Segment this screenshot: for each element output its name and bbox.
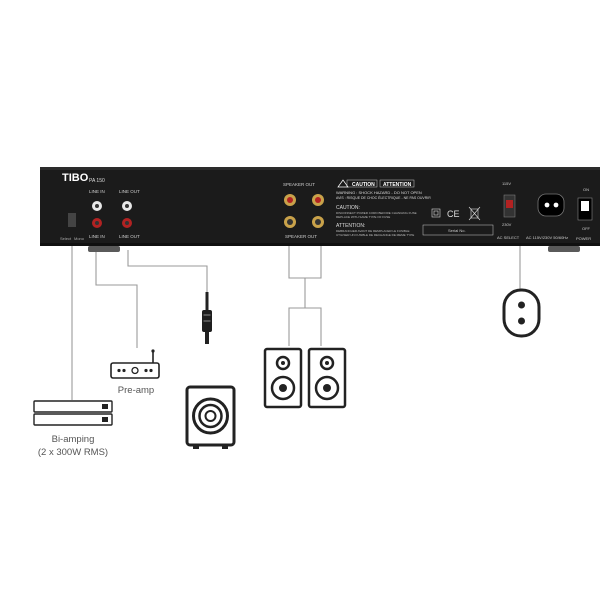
chassis-bottom-edge (40, 243, 600, 246)
speaker-terminal-icon (315, 219, 321, 225)
biamp-label: Bi-amping (51, 434, 95, 445)
chassis-top-edge (40, 167, 600, 170)
caution-box (346, 179, 378, 188)
foot-right (548, 246, 580, 252)
switch-off-label: OFF (582, 226, 591, 231)
serial-box (422, 224, 494, 236)
power-plug-icon (502, 288, 541, 338)
attention-text-2: UTILISER UN FUSIBLE DE RECHANGE DE MEME … (336, 233, 414, 237)
speaker-out-top-label: SPEAKER OUT (283, 182, 315, 187)
speaker-icon (263, 347, 303, 409)
brand-logo: TIBO (62, 172, 89, 184)
speaker-terminal-icon (287, 197, 293, 203)
subwoofer-icon (185, 385, 236, 449)
amplifier-icon (33, 400, 113, 426)
switch-on-label: ON (583, 187, 589, 192)
speaker-icon (307, 347, 347, 409)
avis-line: AVIS : RISQUE DE CHOC ÉLECTRIQUE - NE PA… (336, 195, 431, 200)
line-out-jacks[interactable] (122, 201, 132, 228)
caution-title: CAUTION (352, 182, 375, 188)
power-label: POWER (576, 236, 591, 241)
line-out-label: LINE OUT (119, 234, 140, 239)
rca-jack-icon (95, 204, 99, 208)
line-in-top-label: LINE IN (89, 189, 105, 194)
caution-text-2: REPLACE WITH SAME TYPE OF FUSE (336, 215, 390, 219)
caution-heading: CAUTION: (336, 205, 360, 211)
attention-box (379, 179, 415, 188)
caution-text-1: DISCONNECT POWER CORD BEFORE CHANGING FU… (336, 211, 417, 215)
warning-triangle-icon (337, 179, 349, 188)
rca-jack-icon (95, 221, 99, 225)
double-insulation-icon (433, 210, 439, 216)
attention-text-1: DEBRANCHER AVANT DE REMPLACER LE FUSIBLE (336, 229, 410, 233)
line-in-label: LINE IN (89, 234, 105, 239)
speaker-terminals[interactable] (284, 194, 324, 228)
rca-jack-icon (125, 221, 129, 225)
line-out-top-label: LINE OUT (119, 189, 140, 194)
warning-line: WARNING : SHOCK HAZARD - DO NOT OPEN (336, 190, 422, 195)
select-right-label: Mono (74, 236, 85, 241)
ac-input-pin (553, 202, 559, 208)
rca-jack-icon (125, 204, 129, 208)
speaker-terminal-icon (315, 197, 321, 203)
weee-bin-icon (468, 206, 481, 221)
preamp-label: Pre-amp (117, 385, 155, 396)
select-left-label: Select (60, 236, 72, 241)
wire-preamp (95, 250, 138, 348)
foot-left (88, 246, 120, 252)
rca-plug-icon (202, 292, 212, 344)
voltage-230-label: 230V (502, 222, 512, 227)
ac-input-pin (544, 202, 550, 208)
wire-speaker-c (288, 307, 322, 346)
serial-label: Serial No. (448, 228, 466, 233)
power-switch-rocker (581, 201, 589, 211)
double-insulation-icon (431, 208, 441, 218)
line-in-jacks[interactable] (92, 201, 102, 228)
model-label: PA 150 (89, 178, 105, 184)
voltage-115-label: 115V (502, 181, 511, 186)
preamp-icon (110, 349, 160, 379)
ac-select-slider (506, 200, 513, 208)
ac-select-label: AC SELECT (497, 235, 520, 240)
amplifier-rear-panel: TIBO PA 150 LINE IN LINE OUT LINE IN LIN… (40, 167, 600, 252)
ac-input-label: AC 115V/230V 50/60Hz (526, 235, 568, 240)
ce-mark-icon: CE (447, 209, 460, 219)
speaker-terminal-icon (287, 219, 293, 225)
wire-subwoofer (127, 250, 208, 292)
attention-heading: ATTENTION: (336, 223, 365, 229)
attention-title: ATTENTION (383, 182, 412, 188)
speaker-out-bottom-label: SPEAKER OUT (285, 234, 317, 239)
ac-input-socket[interactable] (537, 193, 565, 217)
biamp-power-label: (2 x 300W RMS) (37, 447, 109, 458)
mode-switch[interactable] (68, 213, 76, 227)
